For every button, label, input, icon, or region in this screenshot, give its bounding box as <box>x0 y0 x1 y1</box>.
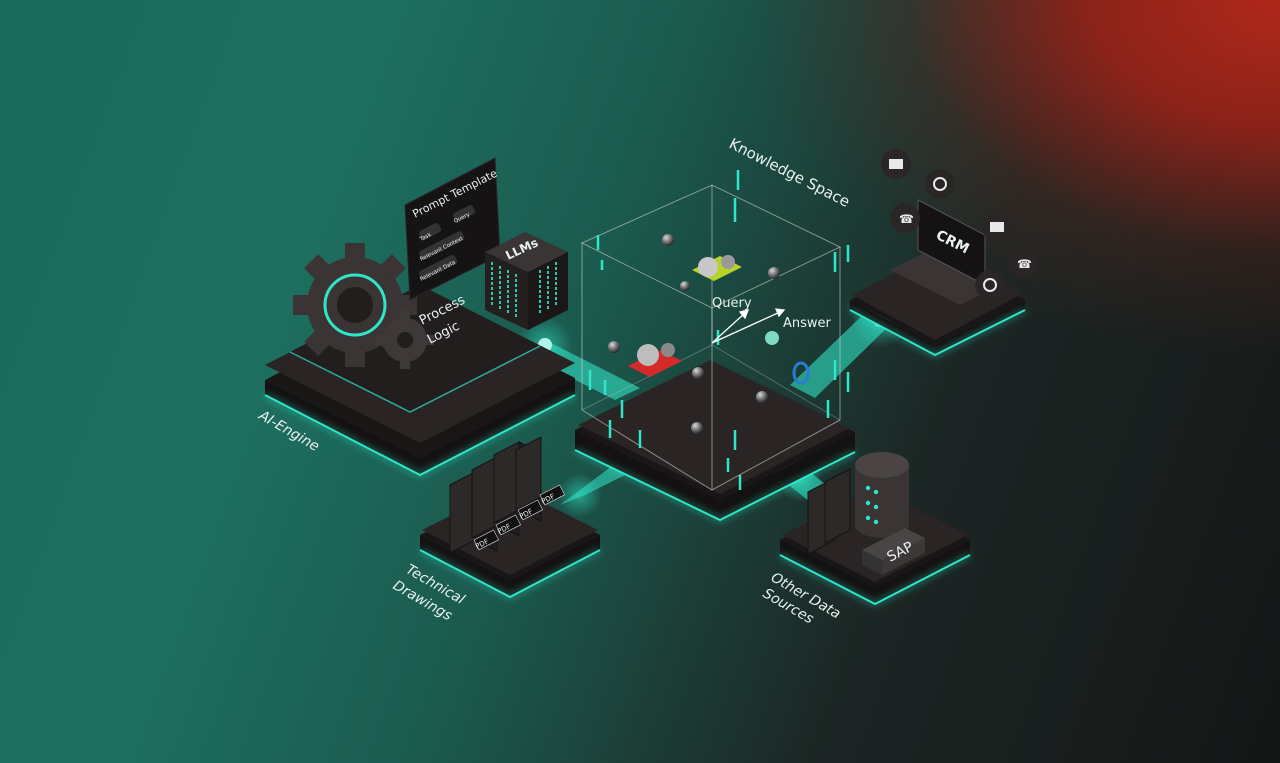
svg-text:☎: ☎ <box>1017 257 1032 271</box>
ai-engine-platform: Process Logic Prompt Template Task Query… <box>265 158 575 475</box>
red-machine-icon <box>628 343 682 377</box>
support-icon-2 <box>975 270 1005 300</box>
query-label: Query <box>712 296 752 311</box>
phone-icon: ☎ <box>890 203 920 233</box>
phone-icon-2: ☎ <box>1008 248 1038 278</box>
mail-icon <box>881 149 911 179</box>
support-icon <box>925 169 955 199</box>
svg-text:☎: ☎ <box>899 212 914 226</box>
knowledge-space-label: Knowledge Space <box>726 135 853 211</box>
answer-label: Answer <box>783 316 832 331</box>
database-icon <box>855 452 909 538</box>
mail-icon-2 <box>982 212 1012 242</box>
yellow-machine-icon <box>692 255 742 281</box>
llms-cube: LLMs <box>485 232 568 330</box>
